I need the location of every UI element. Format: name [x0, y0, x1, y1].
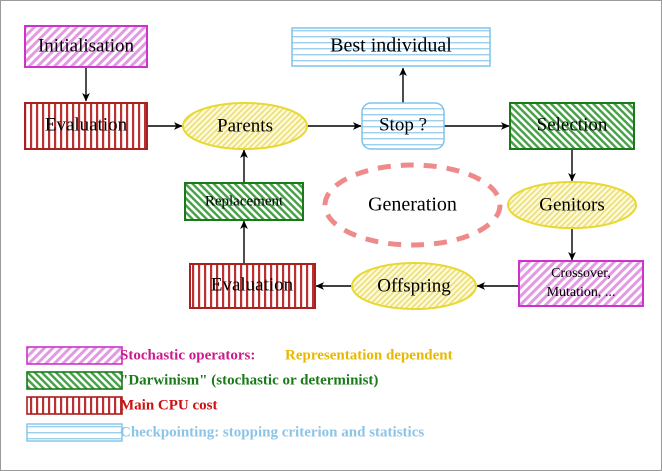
node-parents[interactable]: Parents [182, 102, 308, 150]
legend-swatch-green [26, 371, 123, 390]
node-crossover-mutation[interactable]: Crossover, Mutation, ... [518, 260, 644, 307]
parents-ellipse[interactable] [182, 102, 308, 150]
evaluation-bottom-box[interactable] [189, 263, 316, 309]
parents-label: Parents [217, 115, 273, 136]
legend-label-representation-dependent: Representation dependent [285, 347, 453, 363]
legend-swatch-red [26, 396, 123, 415]
node-initialisation[interactable]: Initialisation [24, 25, 148, 68]
initialisation-label: Initialisation [38, 35, 135, 56]
evaluation-top-label: Evaluation [45, 114, 128, 135]
node-evaluation-bottom[interactable]: Evaluation [189, 263, 316, 309]
legend-label-darwinism: "Darwinism" (stochastic or determinist) [120, 372, 378, 388]
best-individual-label: Best individual [330, 35, 452, 57]
offspring-label: Offspring [377, 275, 451, 296]
evaluation-bottom-label: Evaluation [211, 274, 294, 295]
evaluation-top-box[interactable] [24, 102, 148, 150]
legend-label-main-cpu-cost: Main CPU cost [120, 397, 218, 413]
node-evaluation-top[interactable]: Evaluation [24, 102, 148, 150]
stop-box[interactable] [361, 102, 445, 150]
legend: Stochastic operators: Representation dep… [26, 346, 453, 442]
node-selection[interactable]: Selection [509, 102, 635, 150]
best-individual-box[interactable] [291, 27, 491, 67]
legend-label-stochastic-operators: Stochastic operators: [120, 347, 255, 363]
generation-ellipse [322, 162, 503, 248]
generation-label: Generation [368, 194, 457, 216]
node-genitors[interactable]: Genitors [507, 181, 637, 229]
stop-label: Stop ? [379, 114, 427, 135]
node-generation: Generation [322, 162, 503, 248]
legend-item-darwinism: "Darwinism" (stochastic or determinist) [26, 371, 378, 390]
legend-swatch-blue [26, 423, 123, 442]
legend-label-checkpointing: Checkpointing: stopping criterion and st… [120, 424, 424, 440]
offspring-ellipse[interactable] [351, 262, 477, 310]
legend-item-stochastic-operators: Stochastic operators: Representation dep… [26, 346, 453, 365]
replacement-label: Replacement [205, 193, 284, 209]
replacement-box[interactable] [184, 182, 304, 221]
node-replacement[interactable]: Replacement [184, 182, 304, 221]
selection-box[interactable] [509, 102, 635, 150]
crossover-label-line1: Crossover, [551, 266, 611, 281]
legend-swatch-magenta [26, 346, 123, 365]
genitors-label: Genitors [539, 194, 604, 215]
node-stop[interactable]: Stop ? [361, 102, 445, 150]
node-offspring[interactable]: Offspring [351, 262, 477, 310]
node-best-individual[interactable]: Best individual [291, 27, 491, 67]
legend-item-main-cpu-cost: Main CPU cost [26, 396, 218, 415]
initialisation-box[interactable] [24, 25, 148, 68]
legend-item-checkpointing: Checkpointing: stopping criterion and st… [26, 423, 424, 442]
edges [82, 67, 576, 290]
selection-label: Selection [537, 114, 608, 135]
crossover-mutation-box[interactable] [518, 260, 644, 307]
crossover-label-line2: Mutation, ... [547, 285, 616, 300]
genitors-ellipse[interactable] [507, 181, 637, 229]
